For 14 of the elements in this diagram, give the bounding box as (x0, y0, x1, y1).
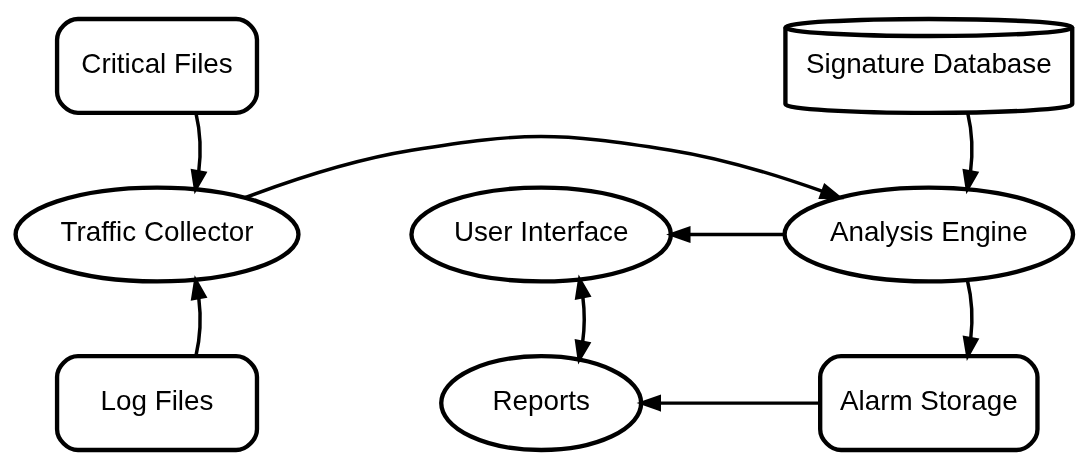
node-ellipse: Reports (439, 353, 644, 452)
node-ellipse: Traffic Collector (13, 184, 301, 284)
arrow (962, 112, 980, 194)
arrow (636, 394, 821, 412)
arrow (190, 274, 208, 356)
node-box: Log Files (54, 353, 260, 452)
arrow (666, 225, 785, 243)
node-box: Critical Files (54, 16, 260, 115)
arrow (574, 273, 592, 365)
arrow (190, 112, 208, 194)
arrow (244, 134, 845, 199)
node-box: Alarm Storage (818, 353, 1040, 452)
node-ellipse: User Interface (409, 184, 674, 284)
arrow (962, 279, 980, 361)
